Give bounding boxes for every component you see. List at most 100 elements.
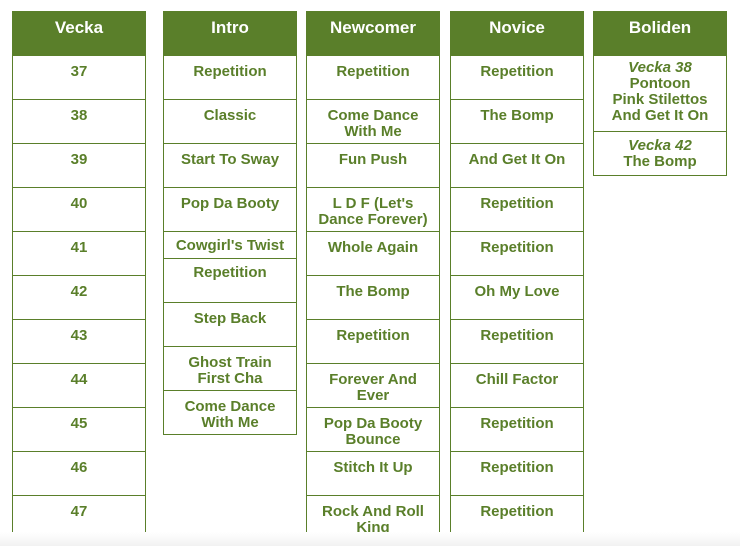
cell-line: And Get It On xyxy=(611,107,709,124)
table-cell: Repetition xyxy=(306,56,440,100)
cell-line: 41 xyxy=(70,239,88,256)
cell-line: 44 xyxy=(70,371,88,388)
table-cell: 38 xyxy=(12,100,146,144)
table-cell: Repetition xyxy=(306,320,440,364)
cell-line: Vecka 38 xyxy=(628,59,692,76)
table-cell: Repetition xyxy=(450,408,584,452)
column-header: Vecka xyxy=(12,11,146,56)
cell-line: Pop Da Booty xyxy=(323,415,423,432)
cell-line: With Me xyxy=(201,414,259,431)
cell-line: The Bomp xyxy=(623,153,697,170)
table-cell: Stitch It Up xyxy=(306,452,440,496)
cell-line: The Bomp xyxy=(336,283,410,300)
column-vecka: Vecka 37 38 39 40 41 42 43 44 45 46 47 xyxy=(12,11,146,540)
cell-line: And Get It On xyxy=(468,151,566,168)
table-cell: 43 xyxy=(12,320,146,364)
table-cell: Fun Push xyxy=(306,144,440,188)
cell-line: The Bomp xyxy=(480,107,554,124)
table-cell: Repetition xyxy=(450,452,584,496)
cell-line: Come Dance xyxy=(184,398,276,415)
table-cell: Pop Da Booty xyxy=(163,188,297,232)
column-header: Newcomer xyxy=(306,11,440,56)
table-cell: 42 xyxy=(12,276,146,320)
column-header: Intro xyxy=(163,11,297,56)
cell-line: Pontoon xyxy=(629,75,691,92)
table-cell: Classic xyxy=(163,100,297,144)
cell-line: Repetition xyxy=(480,327,554,344)
cell-line: Repetition xyxy=(480,503,554,520)
cell-line: Repetition xyxy=(480,239,554,256)
cell-line: Repetition xyxy=(336,63,410,80)
cell-line: Repetition xyxy=(480,459,554,476)
cell-line: Repetition xyxy=(193,264,267,281)
column-header: Novice xyxy=(450,11,584,56)
table-cell: Repetition xyxy=(450,188,584,232)
table-cell: 45 xyxy=(12,408,146,452)
column-header: Boliden xyxy=(593,11,727,56)
cell-line: Forever And xyxy=(329,371,417,388)
table-cell: Whole Again xyxy=(306,232,440,276)
cell-line: Pink Stilettos xyxy=(612,91,708,108)
cell-line: Ghost Train xyxy=(188,354,272,371)
cell-line: L D F (Let's xyxy=(332,195,414,212)
table-cell: And Get It On xyxy=(450,144,584,188)
cell-line: Pop Da Booty xyxy=(180,195,280,212)
cell-line: First Cha xyxy=(197,370,263,387)
cell-line: Bounce xyxy=(345,431,401,448)
table-cell: Step Back xyxy=(163,303,297,347)
table-cell: 37 xyxy=(12,56,146,100)
table-cell: 40 xyxy=(12,188,146,232)
cell-line: 45 xyxy=(70,415,88,432)
cell-line: 39 xyxy=(70,151,88,168)
table-cell: Repetition xyxy=(163,259,297,303)
table-cell: Start To Sway xyxy=(163,144,297,188)
cell-line: 43 xyxy=(70,327,88,344)
table-cell: Repetition xyxy=(450,320,584,364)
table-cell: The Bomp xyxy=(450,100,584,144)
cell-line: King xyxy=(356,519,390,536)
cell-line: 38 xyxy=(70,107,88,124)
cell-line: Dance Forever) xyxy=(318,211,428,228)
table-cell: Cowgirl's Twist xyxy=(163,232,297,259)
cell-line: Repetition xyxy=(480,195,554,212)
cell-line: Oh My Love xyxy=(474,283,560,300)
cell-line: Stitch It Up xyxy=(333,459,413,476)
cell-line: Start To Sway xyxy=(180,151,280,168)
table-cell: 46 xyxy=(12,452,146,496)
cell-line: Whole Again xyxy=(327,239,419,256)
cell-line: 40 xyxy=(70,195,88,212)
table-cell: The Bomp xyxy=(306,276,440,320)
cell-line: Vecka 42 xyxy=(628,137,692,154)
cell-line: Fun Push xyxy=(338,151,408,168)
cell-line: 47 xyxy=(70,503,88,520)
cell-line: 46 xyxy=(70,459,88,476)
cell-line: Classic xyxy=(203,107,257,124)
cell-line: Chill Factor xyxy=(475,371,559,388)
cell-line: Come Dance xyxy=(327,107,419,124)
cell-line: Repetition xyxy=(480,415,554,432)
table-cell: Chill Factor xyxy=(450,364,584,408)
cell-line: 37 xyxy=(70,63,88,80)
page-bottom-fade xyxy=(0,532,740,546)
cell-line: 42 xyxy=(70,283,88,300)
table-cell: 39 xyxy=(12,144,146,188)
table-cell: Repetition xyxy=(450,232,584,276)
table-cell: Oh My Love xyxy=(450,276,584,320)
cell-line: Step Back xyxy=(193,310,267,327)
cell-line: Ever xyxy=(356,387,390,404)
cell-line: Cowgirl's Twist xyxy=(175,237,285,254)
table-cell: Repetition xyxy=(450,56,584,100)
table-cell: 41 xyxy=(12,232,146,276)
